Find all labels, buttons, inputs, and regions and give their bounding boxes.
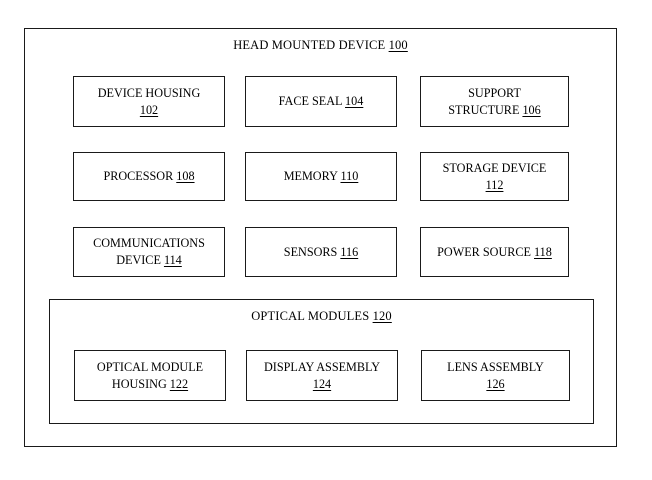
head-mounted-device-container: HEAD MOUNTED DEVICE 100 DEVICE HOUSING 1… — [24, 28, 617, 447]
block-device-housing[interactable]: DEVICE HOUSING 102 — [73, 76, 225, 127]
block-sensors[interactable]: SENSORS 116 — [245, 227, 397, 277]
block-sensors-label: SENSORS 116 — [250, 244, 392, 261]
page-title: HEAD MOUNTED DEVICE 100 — [25, 38, 616, 53]
block-power-source[interactable]: POWER SOURCE 118 — [420, 227, 569, 277]
processor-ref: 108 — [176, 169, 195, 184]
block-optical-module-housing-label: OPTICAL MODULE HOUSING 122 — [97, 359, 203, 393]
block-support-structure-label: SUPPORT STRUCTURE 106 — [425, 85, 564, 119]
block-storage-device[interactable]: STORAGE DEVICE 112 — [420, 152, 569, 201]
optical-module-housing-ref: 122 — [169, 376, 189, 391]
display-assembly-ref: 124 — [312, 376, 332, 391]
optical-modules-title-ref: 120 — [372, 309, 392, 323]
support-structure-ref: 106 — [522, 102, 541, 117]
support-structure-text-line1: SUPPORT — [468, 85, 521, 100]
block-support-structure[interactable]: SUPPORT STRUCTURE 106 — [420, 76, 569, 127]
block-device-housing-label: DEVICE HOUSING 102 — [78, 85, 220, 119]
block-lens-assembly[interactable]: LENS ASSEMBLY 126 — [421, 350, 570, 401]
lens-assembly-text: LENS ASSEMBLY — [447, 359, 544, 374]
block-communications-device-label: COMMUNICATIONS DEVICE 114 — [78, 235, 220, 269]
processor-text: PROCESSOR — [103, 169, 174, 184]
outer-title-text: HEAD MOUNTED DEVICE — [233, 38, 386, 52]
block-face-seal-label: FACE SEAL 104 — [250, 93, 392, 110]
optical-modules-title-text: OPTICAL MODULES — [251, 309, 370, 323]
block-face-seal[interactable]: FACE SEAL 104 — [245, 76, 397, 127]
optical-modules-title: OPTICAL MODULES 120 — [50, 309, 593, 324]
block-display-assembly-label: DISPLAY ASSEMBLY 124 — [264, 359, 380, 393]
block-processor-label: PROCESSOR 108 — [78, 168, 220, 185]
display-assembly-text: DISPLAY ASSEMBLY — [263, 359, 381, 374]
lens-assembly-ref: 126 — [486, 376, 505, 391]
memory-text: MEMORY — [283, 169, 338, 184]
memory-ref: 110 — [340, 169, 359, 184]
optical-modules-container: OPTICAL MODULES 120 OPTICAL MODULE HOUSI… — [49, 299, 594, 424]
block-storage-device-label: STORAGE DEVICE 112 — [425, 160, 564, 194]
communications-device-text-line2: DEVICE — [116, 253, 161, 267]
outer-title-ref: 100 — [388, 38, 408, 52]
face-seal-ref: 104 — [345, 94, 364, 109]
sensors-text: SENSORS — [283, 244, 338, 259]
optical-module-housing-text-line2: HOUSING — [111, 376, 167, 391]
block-communications-device[interactable]: COMMUNICATIONS DEVICE 114 — [73, 227, 225, 277]
device-housing-text: DEVICE HOUSING — [97, 85, 201, 100]
storage-device-text: STORAGE DEVICE — [442, 160, 547, 175]
face-seal-text: FACE SEAL — [278, 94, 342, 109]
block-power-source-label: POWER SOURCE 118 — [425, 244, 564, 261]
optical-module-housing-text-line1: OPTICAL MODULE — [96, 359, 204, 374]
communications-device-ref: 114 — [163, 253, 182, 267]
sensors-ref: 116 — [340, 244, 359, 259]
power-source-text: POWER SOURCE — [437, 244, 531, 259]
communications-device-text-line1: COMMUNICATIONS — [93, 236, 205, 251]
block-optical-module-housing[interactable]: OPTICAL MODULE HOUSING 122 — [74, 350, 226, 401]
power-source-ref: 118 — [534, 244, 552, 259]
block-lens-assembly-label: LENS ASSEMBLY 126 — [447, 359, 544, 393]
block-processor[interactable]: PROCESSOR 108 — [73, 152, 225, 201]
support-structure-text-line2: STRUCTURE — [448, 102, 520, 117]
device-housing-ref: 102 — [139, 102, 159, 117]
block-display-assembly[interactable]: DISPLAY ASSEMBLY 124 — [246, 350, 398, 401]
storage-device-ref: 112 — [485, 177, 504, 192]
block-memory[interactable]: MEMORY 110 — [245, 152, 397, 201]
block-memory-label: MEMORY 110 — [250, 168, 392, 185]
